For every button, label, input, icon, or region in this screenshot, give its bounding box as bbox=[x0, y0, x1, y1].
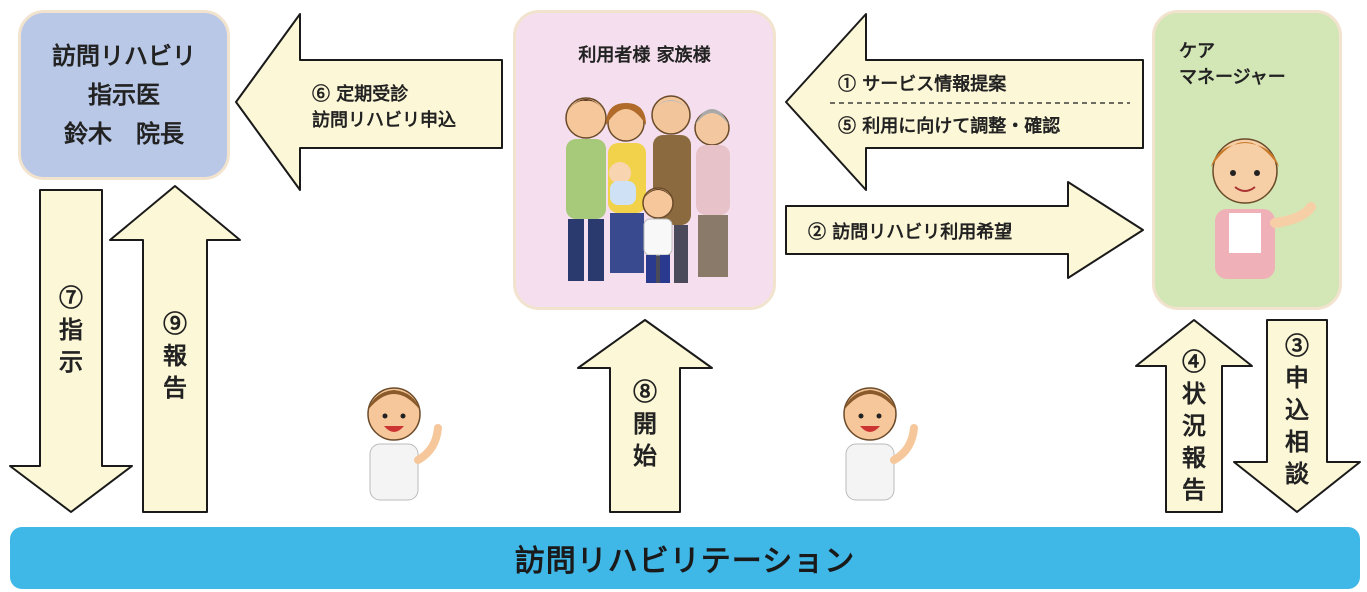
care-manager-box: ケア マネージャー bbox=[1152, 10, 1342, 310]
arrow-3-label: ③申込相談 bbox=[1285, 331, 1309, 488]
family-title: 利用者様 家族様 bbox=[578, 45, 711, 66]
arrow-7-label: ⑦指示 bbox=[59, 283, 83, 376]
arrow-2-label: ② 訪問リハビリ利用希望 bbox=[808, 222, 1013, 243]
care-manager-line2: マネージャー bbox=[1179, 67, 1286, 88]
doctor-line1: 訪問リハビリ bbox=[52, 41, 196, 70]
doctor-box: 訪問リハビリ 指示医 鈴木 院長 bbox=[18, 10, 230, 180]
arrow-5-label: ⑤ 利用に向けて調整・確認 bbox=[838, 116, 1061, 137]
family-illustration-icon bbox=[565, 95, 730, 283]
arrow-9-label: ⑨報告 bbox=[163, 309, 187, 402]
doctor-line2: 指示医 bbox=[88, 80, 160, 109]
home-rehab-label: 訪問リハビリテーション bbox=[514, 544, 856, 579]
arrow-4-label: ④状況報告 bbox=[1182, 347, 1206, 504]
arrow-1-label: ① サービス情報提案 bbox=[838, 74, 1007, 95]
care-manager-illustration-icon bbox=[1211, 138, 1316, 279]
therapist-illustration-icon bbox=[367, 387, 442, 501]
care-manager-line1: ケア bbox=[1179, 41, 1215, 62]
home-rehab-bar: 訪問リハビリテーション bbox=[10, 527, 1360, 589]
therapist-illustration-icon-2 bbox=[843, 387, 918, 501]
family-box: 利用者様 家族様 bbox=[513, 10, 776, 310]
arrow-6-line1: ⑥ 定期受診 bbox=[312, 84, 409, 105]
arrow-1-5 bbox=[785, 13, 1144, 191]
arrow-8-label: ⑧開始 bbox=[633, 377, 657, 470]
doctor-line3: 鈴木 院長 bbox=[64, 119, 184, 148]
arrow-6-line2: 訪問リハビリ申込 bbox=[312, 110, 456, 131]
care-manager-title: ケア マネージャー bbox=[1179, 39, 1286, 91]
